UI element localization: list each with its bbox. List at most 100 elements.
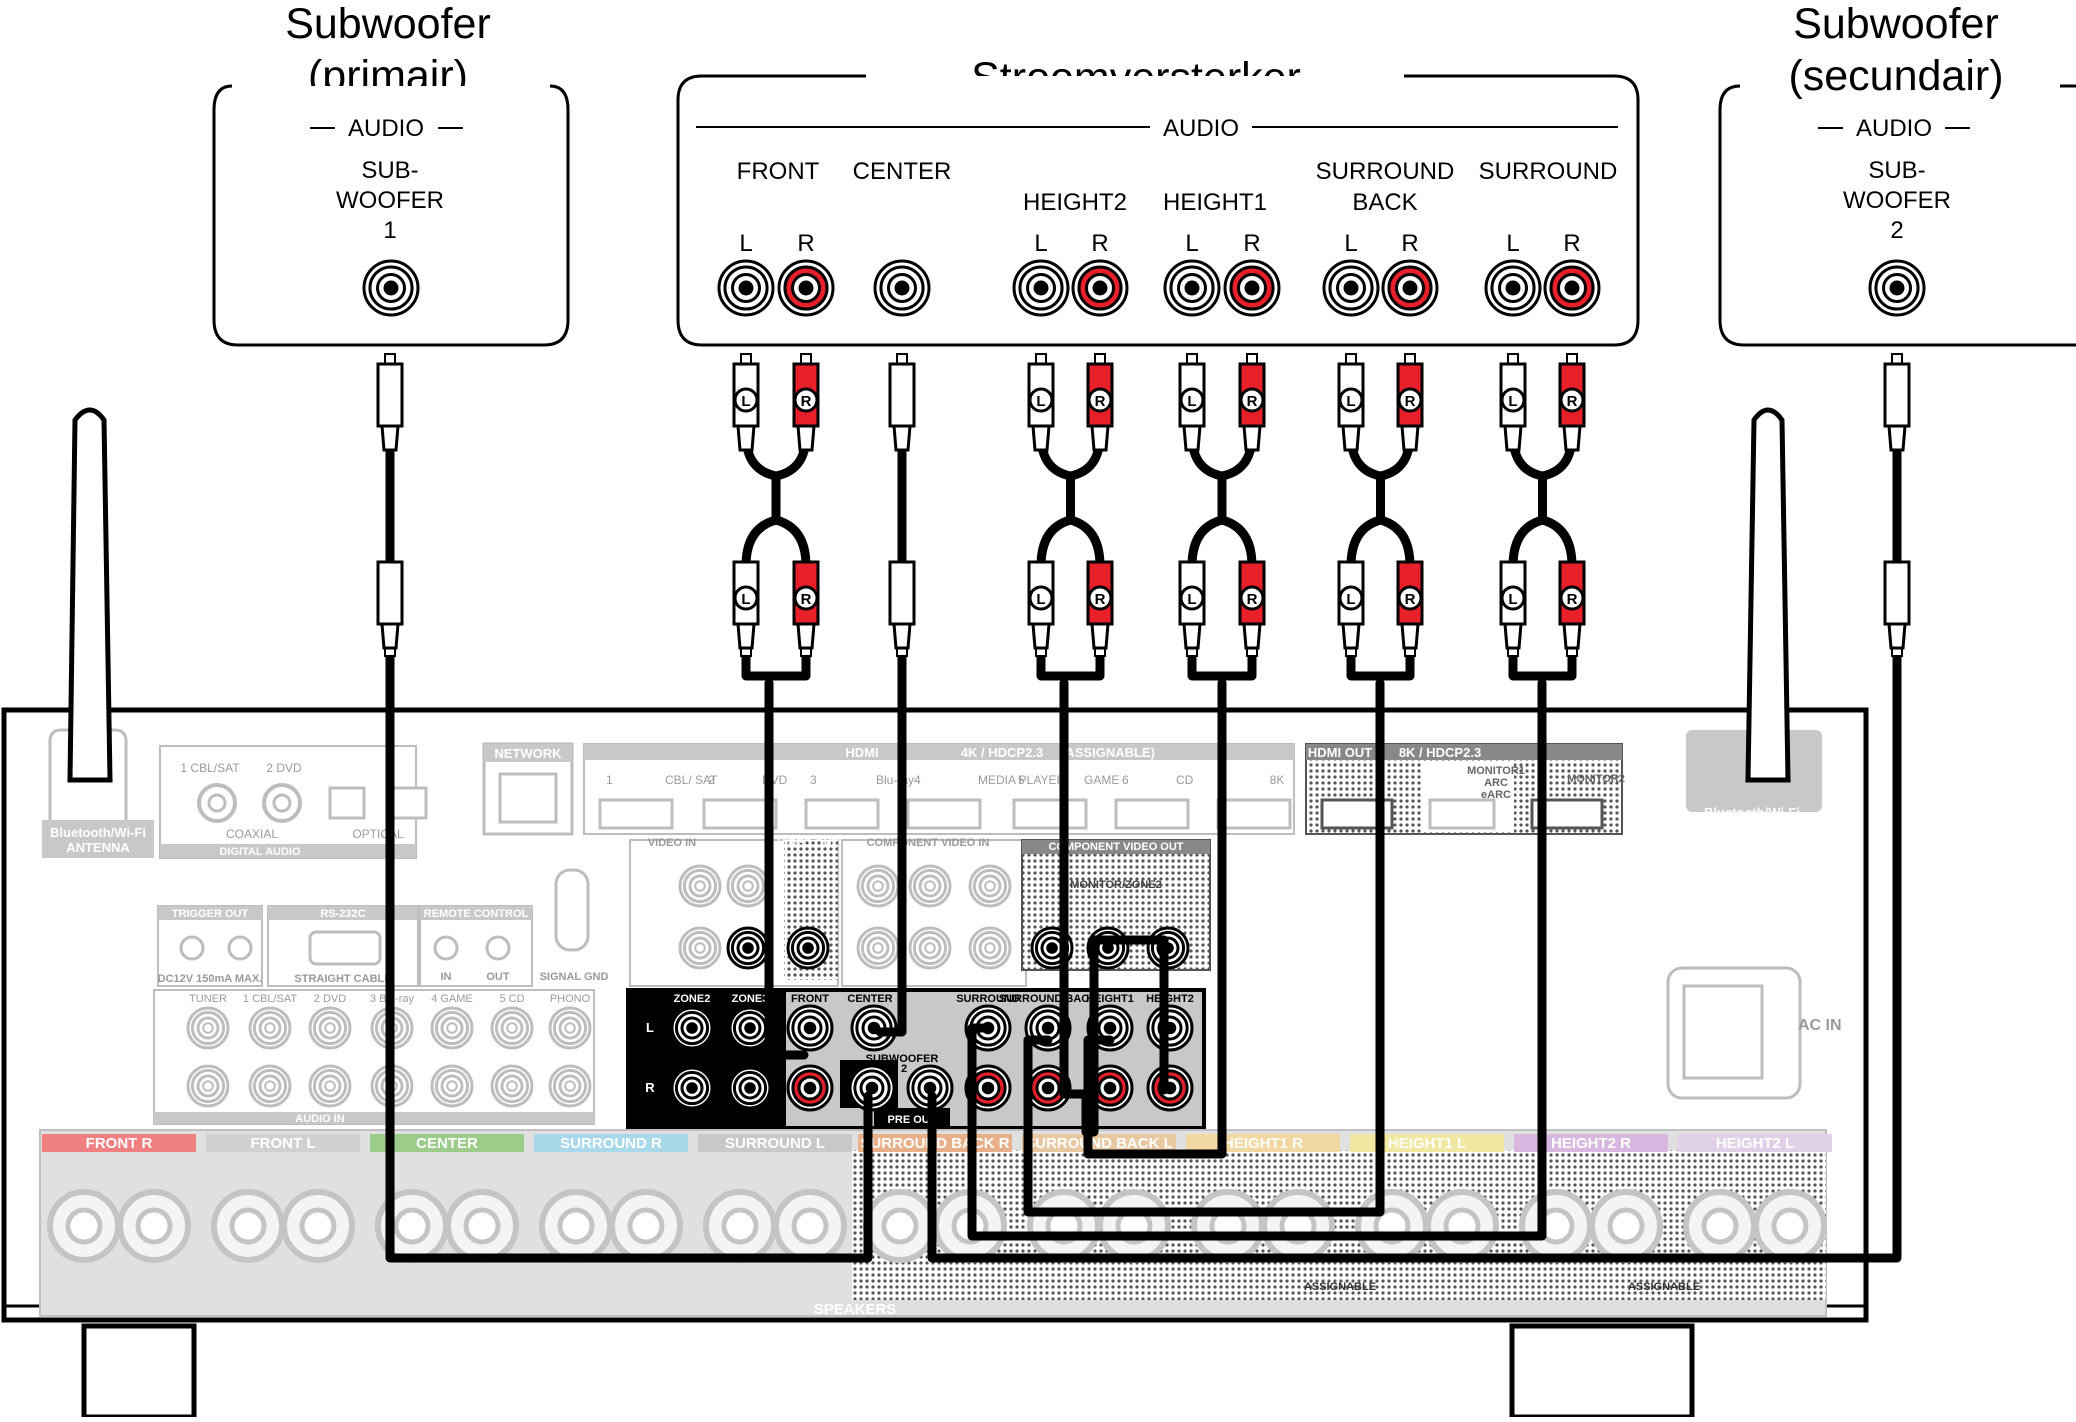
plug-surround-l-bottom: L: [1499, 560, 1527, 657]
amp-surround-l-jack[interactable]: [1484, 259, 1542, 317]
hdmi-input-port-1[interactable]: [598, 798, 674, 830]
video-jack-0[interactable]: [678, 864, 722, 908]
amp-height1-l-jack[interactable]: [1163, 259, 1221, 317]
audio-in-r-4-pin: [446, 1080, 458, 1092]
video-jack-6[interactable]: [856, 926, 900, 970]
sub1-jack[interactable]: [362, 259, 420, 317]
hdmi-input-port-2[interactable]: [702, 798, 778, 830]
plug-center-top-body: [888, 362, 916, 428]
pre-surround-r-jack[interactable]: [964, 1064, 1012, 1112]
speaker-group-10-band: [1678, 1134, 1832, 1152]
audio-in-jacks[interactable]: [186, 1006, 592, 1108]
video-out-jack-0[interactable]: [726, 926, 770, 970]
pre-front-l-jack-pin: [803, 1021, 817, 1035]
subwoofer2-output-jack[interactable]: [1868, 259, 1926, 317]
audio-in-r-6[interactable]: [548, 1064, 592, 1108]
zone-jack-0[interactable]: [670, 1006, 714, 1050]
amp-front-r-label: R: [797, 230, 814, 257]
sub2-jack[interactable]: [1868, 259, 1926, 317]
speaker-group-0[interactable]: FRONT R: [42, 1134, 196, 1263]
amp-surround-back-l-jack[interactable]: [1322, 259, 1380, 317]
rs232c-port[interactable]: [308, 930, 382, 966]
audio-in-label-5: 5 CD: [499, 993, 524, 1005]
speaker-group-2[interactable]: CENTER: [370, 1134, 524, 1263]
plug-front-l-bottom: L: [732, 560, 760, 657]
speaker-group-1[interactable]: FRONT L: [206, 1134, 360, 1263]
amp-input-jacks[interactable]: [717, 259, 1601, 317]
pre-height2-l-jack[interactable]: [1146, 1004, 1194, 1052]
video-jack-4[interactable]: [908, 864, 952, 908]
pre-out-label-2: FRONT: [791, 993, 829, 1005]
amp-front-r-jack[interactable]: [777, 259, 835, 317]
ac-inlet[interactable]: AC IN: [1666, 966, 1842, 1100]
plug-surround-r-bottom-boot: [1562, 622, 1582, 650]
amplifier-section: AUDIO: [1163, 115, 1239, 142]
audio-in-l-5[interactable]: [490, 1006, 534, 1050]
subwoofer1-output-jack[interactable]: [362, 259, 420, 317]
video-jack-7[interactable]: [908, 926, 952, 970]
audio-in-l-1[interactable]: [248, 1006, 292, 1050]
audio-in-l-6[interactable]: [548, 1006, 592, 1050]
pre-height2-r-jack[interactable]: [1146, 1064, 1194, 1112]
amp-height2-l-jack[interactable]: [1012, 259, 1070, 317]
amp-front-label: FRONT: [737, 158, 820, 185]
subwoofer-secondary-section: AUDIO: [1856, 115, 1932, 142]
hdmi-input-port-5[interactable]: [1012, 798, 1088, 830]
video-jack-8[interactable]: [968, 926, 1012, 970]
plug-height2-r-top-letter: R: [1095, 393, 1106, 410]
video-jack-1[interactable]: [726, 864, 770, 908]
zone-jack-2[interactable]: [670, 1066, 714, 1110]
amp-front-l-label: L: [739, 230, 752, 257]
pre-center-jack[interactable]: [850, 1004, 898, 1052]
plug-front-l-bottom-boot: [736, 622, 756, 650]
amp-height2-r-jack[interactable]: [1071, 259, 1129, 317]
speaker-group-9-label: HEIGHT2 R: [1551, 1135, 1631, 1152]
subwoofer-primary-title-1: Subwoofer: [285, 0, 491, 48]
plug-surround-r-bottom: R: [1558, 560, 1586, 657]
amp-center-jack[interactable]: [873, 259, 931, 317]
audio-in-r-0[interactable]: [186, 1064, 230, 1108]
trigger-spec: DC12V 150mA MAX.: [158, 973, 263, 985]
audio-in-label-0: TUNER: [189, 993, 227, 1005]
video-out-jack-1[interactable]: [786, 926, 830, 970]
audio-in-r-5[interactable]: [490, 1064, 534, 1108]
amp-height1-r-jack[interactable]: [1223, 259, 1281, 317]
zone-jack-3[interactable]: [728, 1066, 772, 1110]
video-jack-3[interactable]: [856, 864, 900, 908]
hdmi-input-port-7[interactable]: [1216, 798, 1292, 830]
plug-height1-l-top-letter: L: [1187, 393, 1196, 410]
amp-surround-r-jack[interactable]: [1543, 259, 1601, 317]
pre-height1-r-jack[interactable]: [1086, 1064, 1134, 1112]
speaker-post-0-0-nut: [65, 1207, 103, 1245]
audio-in-l-0[interactable]: [186, 1006, 230, 1050]
audio-in-r-2[interactable]: [308, 1064, 352, 1108]
speaker-group-10[interactable]: HEIGHT2 L: [1678, 1134, 1832, 1263]
hdmi-input-port-4[interactable]: [906, 798, 982, 830]
plug-height2-r-bottom-badge: [1087, 585, 1113, 611]
zone-jack-1[interactable]: [728, 1006, 772, 1050]
video-out-jack-3-pin: [1102, 942, 1114, 954]
hdmi-monitor1-port[interactable]: [1428, 798, 1496, 830]
audio-in-l-4[interactable]: [430, 1006, 474, 1050]
amp-height2-l-label: L: [1034, 230, 1047, 257]
speaker-group-3[interactable]: SURROUND R: [534, 1134, 688, 1263]
speaker-group-9-band: [1514, 1134, 1668, 1152]
video-jack-2[interactable]: [678, 926, 722, 970]
audio-in-r-1[interactable]: [248, 1064, 292, 1108]
sub1-jack-label-3: 1: [383, 217, 396, 244]
amp-front-l-jack[interactable]: [717, 259, 775, 317]
hdmi-input-port-6[interactable]: [1114, 798, 1190, 830]
network-port[interactable]: NETWORK: [482, 742, 574, 836]
amp-height2-label: HEIGHT2: [1023, 189, 1127, 216]
pre-front-l-jack[interactable]: [786, 1004, 834, 1052]
amp-front-r-jack-pin: [798, 280, 814, 296]
pre-front-r-jack[interactable]: [786, 1064, 834, 1112]
plug-sub1-top-boot: [380, 424, 400, 452]
amp-surround-back-r-jack[interactable]: [1381, 259, 1439, 317]
audio-in-l-2[interactable]: [308, 1006, 352, 1050]
hdmi-input-port-3[interactable]: [804, 798, 880, 830]
audio-in-r-4[interactable]: [430, 1064, 474, 1108]
plug-height2-l-top-boot: [1031, 424, 1051, 452]
video-jack-5[interactable]: [968, 864, 1012, 908]
